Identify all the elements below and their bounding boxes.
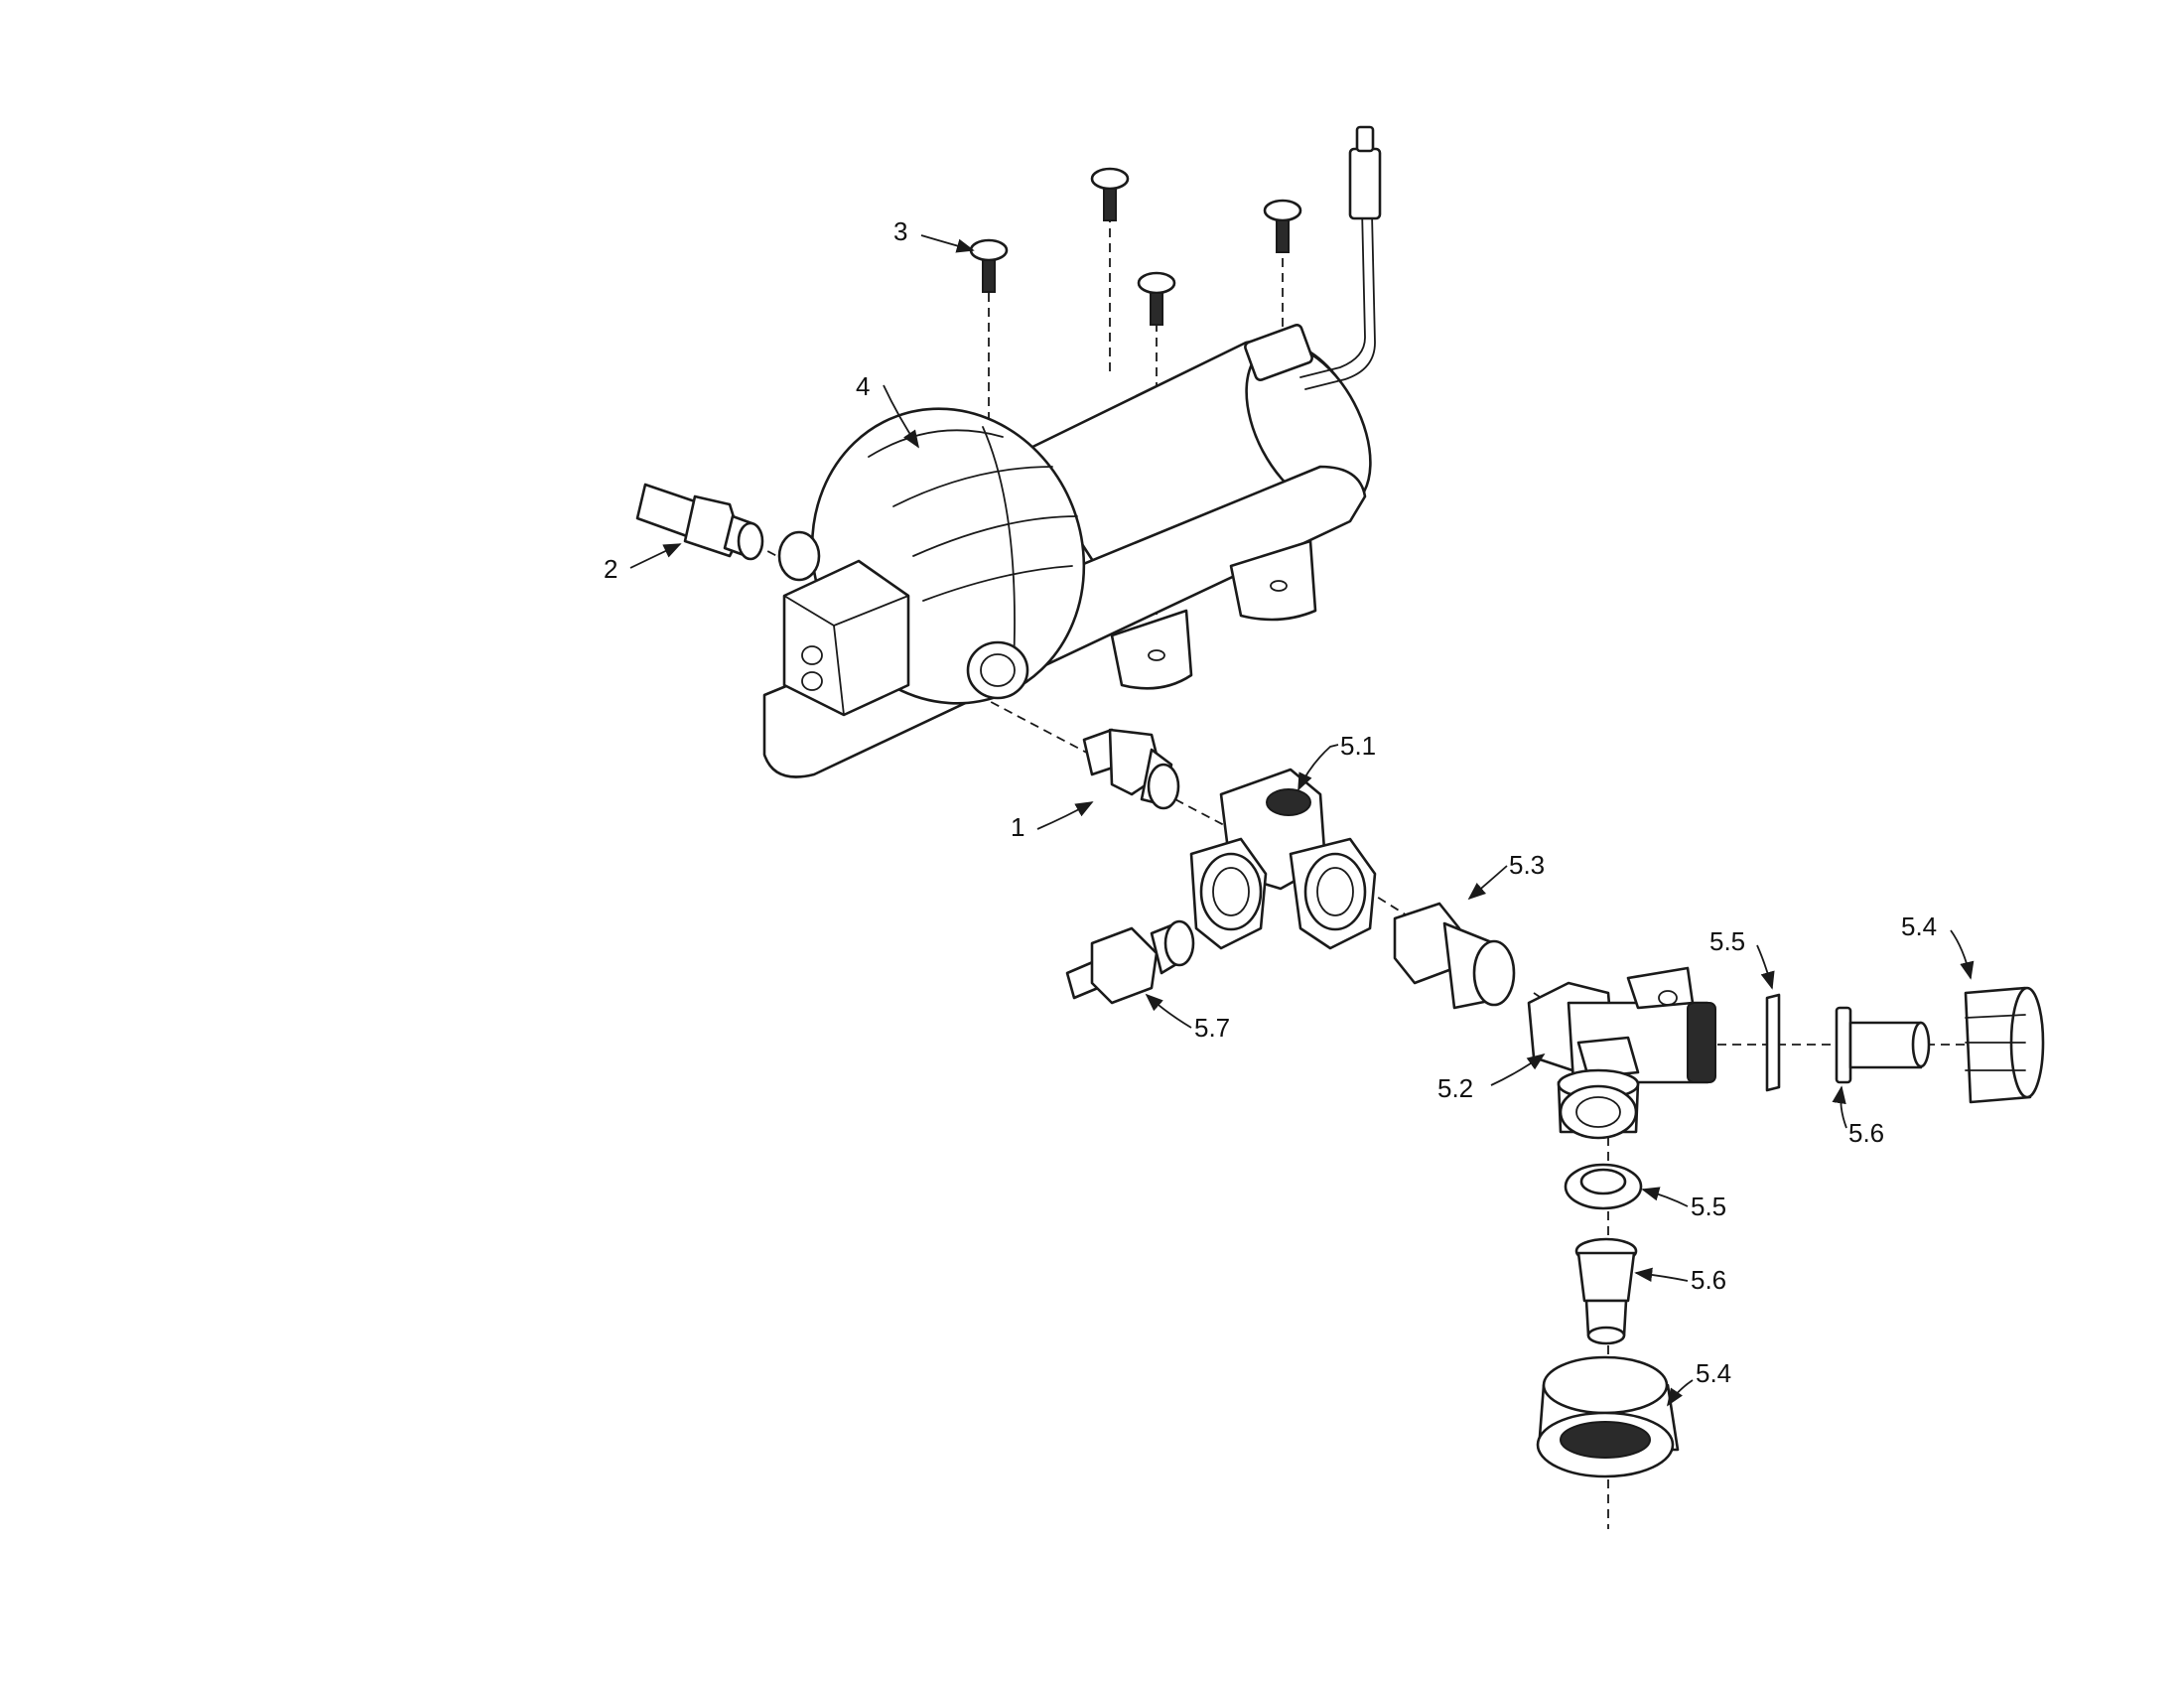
callout-5-6-bottom: 5.6 bbox=[1691, 1265, 1726, 1295]
terminal-block bbox=[1244, 324, 1313, 381]
part-5-5-washer-bottom bbox=[1564, 1163, 1643, 1210]
callout-5-5-bottom: 5.5 bbox=[1691, 1192, 1726, 1221]
part-2-inlet-barb bbox=[635, 483, 764, 561]
callout-5-5-right: 5.5 bbox=[1709, 926, 1745, 956]
screws bbox=[969, 167, 1302, 326]
callout-1: 1 bbox=[1011, 812, 1024, 842]
part-5-5-washer-right bbox=[1765, 993, 1781, 1092]
part-5-4-nut-right bbox=[1964, 986, 2045, 1104]
callout-5-4-bottom: 5.4 bbox=[1696, 1358, 1731, 1388]
callout-leaders bbox=[629, 234, 1975, 1407]
pump-assembly bbox=[762, 125, 1382, 778]
part-5-6-barb-bottom bbox=[1574, 1237, 1638, 1345]
callout-5-4-right: 5.4 bbox=[1901, 912, 1937, 941]
outlet-port bbox=[966, 640, 1029, 700]
part-5-7-barb bbox=[1065, 919, 1195, 1005]
part-5-3-adapter bbox=[1393, 902, 1516, 1010]
callout-5-6-right: 5.6 bbox=[1848, 1118, 1884, 1148]
screw-2 bbox=[1090, 167, 1130, 221]
screw-4 bbox=[1263, 199, 1302, 253]
callout-2: 2 bbox=[604, 554, 617, 584]
callout-4: 4 bbox=[856, 371, 870, 401]
part-5-6-barb-right bbox=[1835, 1006, 1931, 1084]
screw-1 bbox=[969, 238, 1009, 293]
callout-labels: 3 4 2 1 5.1 5.3 5.7 5.2 5.5 5.4 5.6 5.5 … bbox=[604, 216, 1937, 1388]
callout-5-1: 5.1 bbox=[1340, 731, 1376, 761]
part-5-4-nut-bottom bbox=[1536, 1355, 1680, 1478]
inlet-port bbox=[777, 530, 821, 582]
wire-connector bbox=[1348, 147, 1382, 220]
mount-foot-2 bbox=[1229, 539, 1317, 622]
part-5-1-tee bbox=[1189, 768, 1377, 950]
callout-3: 3 bbox=[893, 216, 907, 246]
callout-5-3: 5.3 bbox=[1509, 850, 1545, 880]
power-wire bbox=[1299, 208, 1366, 378]
part-1-nipple bbox=[1082, 728, 1180, 810]
screw-3 bbox=[1137, 271, 1176, 326]
callout-5-7: 5.7 bbox=[1194, 1013, 1230, 1043]
pressure-switch bbox=[782, 559, 910, 717]
part-5-2-valve bbox=[1527, 966, 1716, 1140]
mount-foot-1 bbox=[1110, 609, 1193, 690]
callout-5-2: 5.2 bbox=[1437, 1073, 1473, 1103]
